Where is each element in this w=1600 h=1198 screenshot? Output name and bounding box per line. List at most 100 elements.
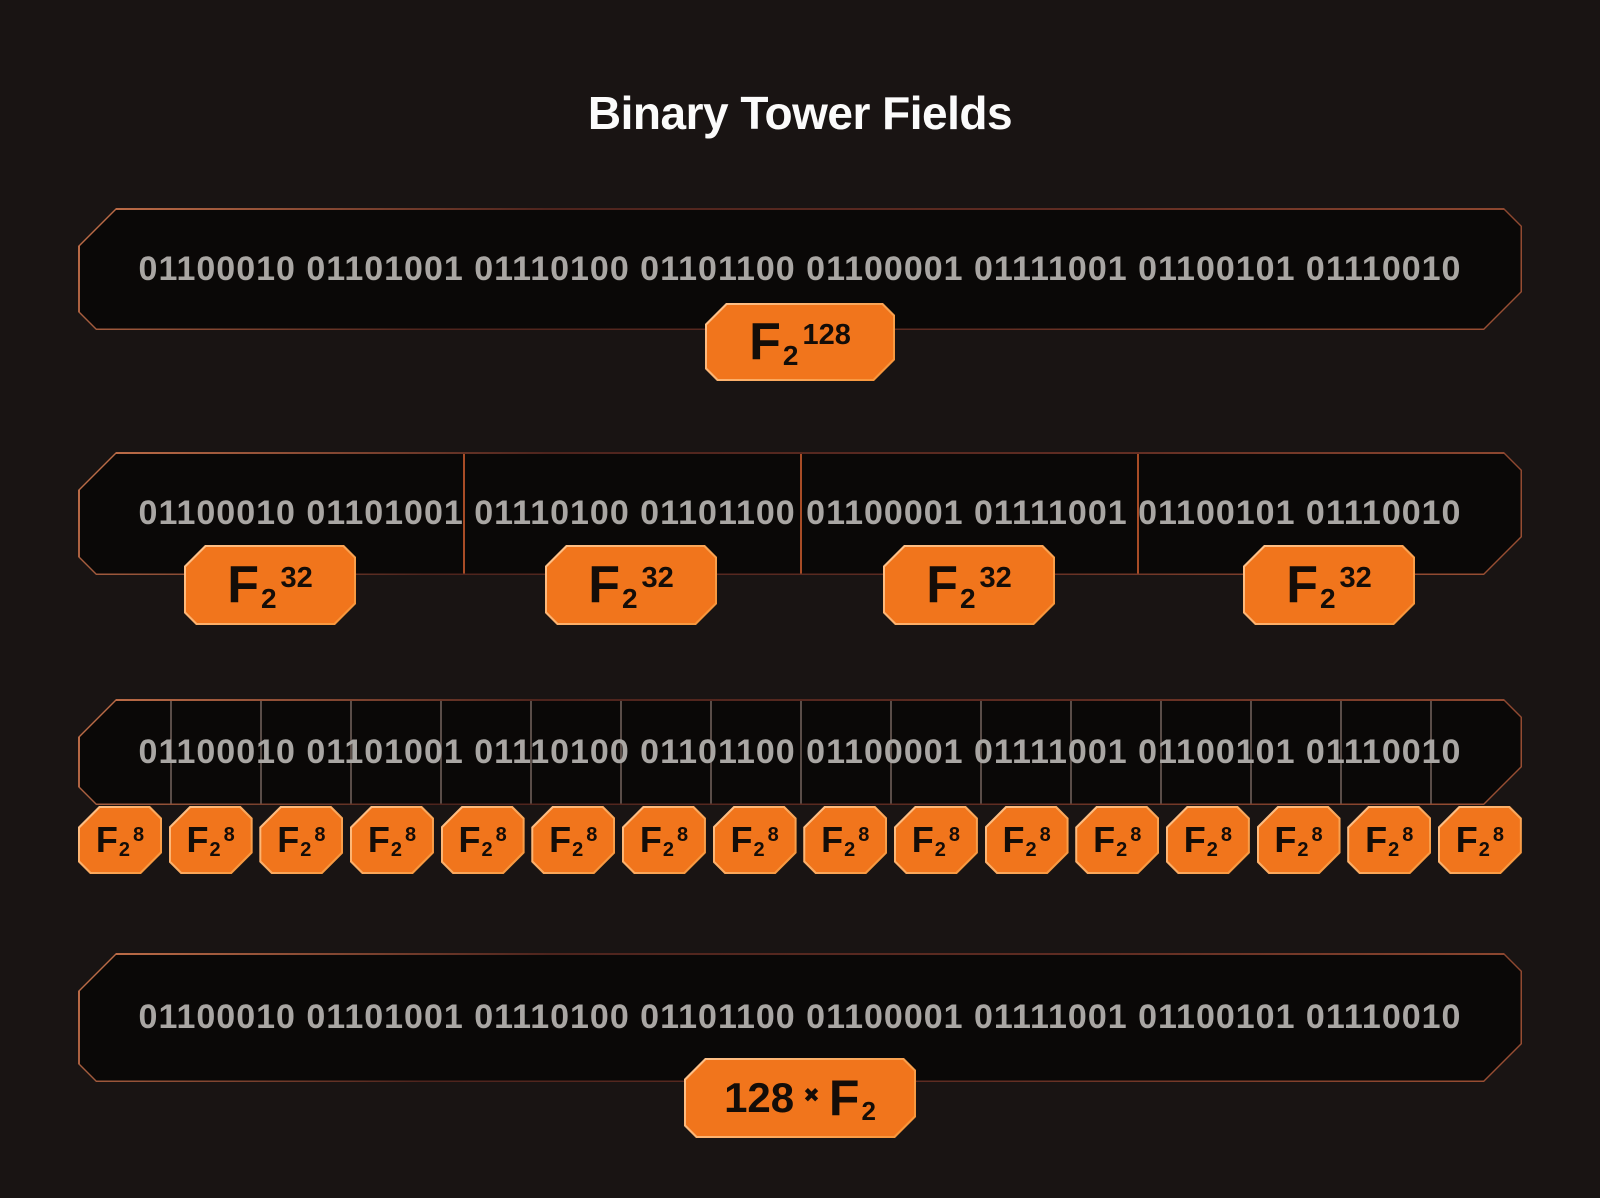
field-exponent: 8 [1220,824,1232,846]
field-symbol: F [1183,819,1206,860]
field-exponent: 8 [586,824,598,846]
field-exponent: 32 [1339,561,1372,594]
field-symbol: F [1274,819,1297,860]
field-badge-128-f2-label: 128 ✖ F 2 [686,1060,914,1136]
field-exponent: 8 [1402,824,1414,846]
field-symbol: F [549,819,572,860]
field-symbol: F [367,819,390,860]
field-subscript: 2 [390,839,402,861]
bitstring-box-f2-8: 01100010 01101001 01110100 01101100 0110… [78,699,1522,805]
field-badge-f2-32: F 2 32 [184,545,356,625]
field-subscript: 2 [1025,839,1037,861]
field-exponent: 8 [1130,824,1142,846]
bitstring-box-f2-128: 01100010 01101001 01110100 01101100 0110… [78,208,1522,330]
field-exponent: 32 [280,561,313,594]
field-exponent: 8 [858,824,870,846]
word-divider [463,454,465,574]
field-exponent: 32 [979,561,1012,594]
field-exponent: 8 [495,824,507,846]
multiply-icon: ✖ [803,1085,820,1107]
field-subscript: 2 [662,839,674,861]
byte-divider [890,701,892,804]
field-subscript: 2 [1206,839,1218,861]
byte-divider [980,701,982,804]
field-symbol: F [749,313,781,371]
field-badge-f2-32-label: F 2 32 [1245,547,1413,623]
field-subscript: 2 [959,583,976,614]
byte-divider [710,701,712,804]
byte-divider [530,701,532,804]
field-subscript: 2 [844,839,856,861]
field-subscript: 2 [1297,839,1309,861]
field-subscript: 2 [621,583,638,614]
bitstring-box-f2-128-inner: 01100010 01101001 01110100 01101100 0110… [80,210,1521,329]
field-exponent: 8 [223,824,235,846]
field-badge-f2-32-label: F 2 32 [885,547,1053,623]
field-subscript: 2 [861,1096,876,1126]
field-badge-f2-128: F 2 128 [705,303,895,381]
bitstring-box-f2-8-inner: 01100010 01101001 01110100 01101100 0110… [80,701,1521,804]
byte-divider [1250,701,1252,804]
field-badge-f2-32: F 2 32 [883,545,1055,625]
byte-divider [350,701,352,804]
field-subscript: 2 [572,839,584,861]
field-exponent: 8 [767,824,779,846]
field-subscript: 2 [481,839,493,861]
byte-divider [260,701,262,804]
field-symbol: F [1365,819,1388,860]
field-badge-f2-128-label: F 2 128 [707,305,893,379]
field-symbol: F [1455,819,1478,860]
byte-divider [1160,701,1162,804]
field-subscript: 2 [118,839,130,861]
byte-divider [1340,701,1342,804]
byte-divider [620,701,622,804]
field-subscript: 2 [1478,839,1490,861]
field-symbol: F [1093,819,1116,860]
field-subscript: 2 [209,839,221,861]
field-symbol: F [1002,819,1025,860]
field-symbol: F [911,819,934,860]
field-exponent: 8 [676,824,689,846]
byte-divider [1070,701,1072,804]
field-exponent: 8 [404,824,417,846]
field-symbol: F [588,556,620,614]
field-badge-f2-32: F 2 32 [545,545,717,625]
field-subscript: 2 [934,839,946,861]
field-badge-128-f2: 128 ✖ F 2 [684,1058,916,1138]
field-exponent: 8 [1311,824,1323,846]
field-symbol: F [277,819,300,860]
field-symbol: F [1286,556,1318,614]
field-symbol: F [926,556,958,614]
field-subscript: 2 [300,839,312,861]
byte-divider [800,701,802,804]
field-exponent: 8 [133,824,145,846]
binary-string: 01100010 01101001 01110100 01101100 0110… [138,732,1462,771]
word-divider [1137,454,1139,574]
field-badge-f2-32: F 2 32 [1243,545,1415,625]
byte-divider [170,701,172,804]
